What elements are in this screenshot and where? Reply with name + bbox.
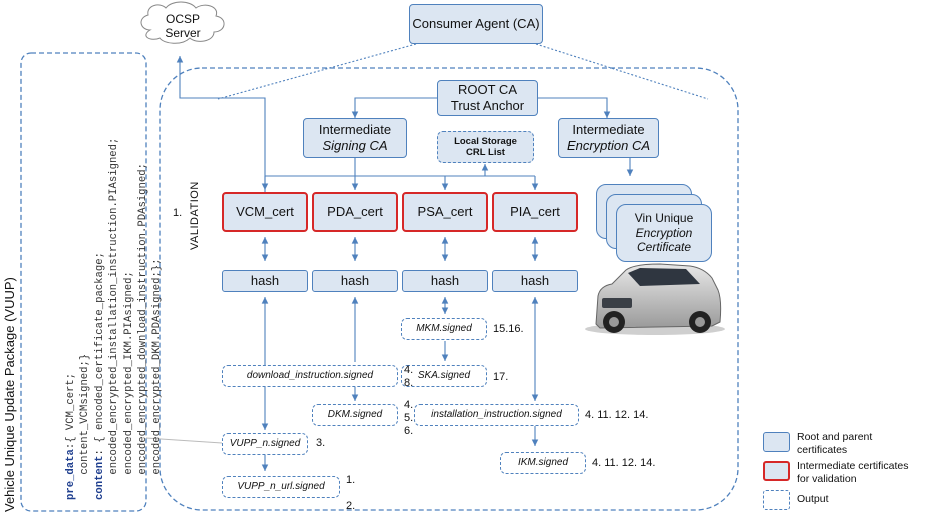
download-instruction-label: download_instruction.signed [246, 370, 374, 381]
vupp-url-steps: 1. 2. [346, 474, 356, 512]
vcm-cert-box: VCM_cert [222, 192, 308, 232]
vin-cert-line2: Encryption [635, 225, 693, 240]
legend-root-label: Root and parent certificates [797, 431, 873, 456]
ocsp-server-cloud [140, 1, 225, 44]
hash-label: hash [250, 273, 280, 289]
pre-data-rest: :{ VCM_cert; [65, 372, 77, 450]
local-storage-line1: Local Storage [454, 135, 517, 147]
legend-root-swatch [763, 432, 790, 452]
encryption-ca-line2: Encryption CA [566, 138, 651, 153]
psa-cert-label: PSA_cert [417, 204, 473, 220]
hash-label: hash [340, 273, 370, 289]
ocsp-line2: Server [165, 26, 201, 40]
package-line-4: encoded_encrypted_DKM.PDAsigned;}; [151, 258, 164, 475]
legend-output-label: Output [797, 493, 829, 505]
ska-steps: 17. [493, 371, 509, 383]
content-vcm-line: content_VCMsigned;} [79, 353, 92, 475]
ska-signed-label: SKA.signed [417, 370, 471, 381]
ikm-signed-label: IKM.signed [517, 457, 569, 468]
legend-intermediate-label: Intermediate certificates for validation [797, 460, 909, 485]
encryption-ca-box: Intermediate Encryption CA [558, 118, 659, 158]
vupp-url-signed-box: VUPP_n_url.signed [222, 476, 340, 498]
consumer-agent-label: Consumer Agent (CA) [412, 16, 540, 32]
vupp-n-steps: 3. [316, 437, 326, 449]
installation-instruction-label: installation_instruction.signed [431, 409, 562, 420]
signing-ca-line2: Signing CA [322, 138, 388, 153]
pia-cert-box: PIA_cert [492, 192, 578, 232]
pda-cert-label: PDA_cert [327, 204, 383, 220]
vuup-package-container [20, 52, 147, 512]
consumer-agent-box: Consumer Agent (CA) [409, 4, 543, 44]
ocsp-server-label: OCSP Server [143, 12, 223, 40]
hash-label: hash [430, 273, 460, 289]
vupp-n-signed-box: VUPP_n.signed [222, 433, 308, 455]
installation-steps: 4. 11. 12. 14. [585, 409, 649, 421]
vin-cert-line1: Vin Unique [634, 211, 694, 226]
package-line-2: encoded_encrypted_IKM.PIAsigned; [122, 271, 135, 475]
legend-intermediate-swatch [763, 461, 790, 481]
pia-cert-label: PIA_cert [510, 204, 560, 220]
legend-output-swatch [763, 490, 790, 510]
mkm-signed-label: MKM.signed [416, 323, 472, 334]
root-ca-line2: Trust Anchor [450, 98, 525, 113]
signing-ca-line1: Intermediate [318, 122, 392, 138]
dkm-steps: 4. 5. 6. [404, 399, 414, 437]
vuup-package-code: pre_data:{ VCM_cert; content_VCMsigned;}… [64, 138, 165, 500]
vcm-cert-label: VCM_cert [236, 204, 294, 220]
root-ca-box: ROOT CA Trust Anchor [437, 80, 538, 116]
hash-box-pda: hash [312, 270, 398, 292]
vin-cert-line3: Certificate [636, 240, 692, 255]
hash-label: hash [520, 273, 550, 289]
download-instruction-box: download_instruction.signed [222, 365, 398, 387]
encryption-ca-line1: Intermediate [572, 122, 645, 138]
mkm-signed-box: MKM.signed [401, 318, 487, 340]
dkm-signed-label: DKM.signed [327, 409, 383, 420]
vupp-url-signed-label: VUPP_n_url.signed [237, 481, 325, 492]
vuup-title: Vehicle Unique Update Package (VUUP) [2, 277, 17, 512]
signing-ca-box: Intermediate Signing CA [303, 118, 407, 158]
local-storage-box: Local Storage CRL List [437, 131, 534, 163]
ocsp-line1: OCSP [165, 12, 200, 26]
content-rest: : { encoded_certificate_package; [93, 252, 106, 456]
local-storage-line2: CRL List [466, 147, 505, 158]
mkm-steps: 15.16. [493, 323, 524, 335]
validation-label: VALIDATION [189, 181, 201, 250]
content-keyword: content [93, 455, 106, 500]
pre-data-keyword: pre_data [65, 449, 77, 500]
psa-cert-box: PSA_cert [402, 192, 488, 232]
ikm-steps: 4. 11. 12. 14. [592, 457, 656, 469]
hash-box-psa: hash [402, 270, 488, 292]
package-line-3: encoded_encrypted_download_instruction.P… [137, 163, 150, 475]
validation-step: 1. [173, 207, 183, 219]
vin-cert-box: Vin Unique Encryption Certificate [616, 204, 712, 262]
hash-box-pia: hash [492, 270, 578, 292]
root-ca-line1: ROOT CA [458, 82, 517, 98]
ikm-signed-box: IKM.signed [500, 452, 586, 474]
vupp-n-signed-label: VUPP_n.signed [229, 438, 301, 449]
ska-signed-box: SKA.signed [401, 365, 487, 387]
pda-cert-box: PDA_cert [312, 192, 398, 232]
hash-box-vcm: hash [222, 270, 308, 292]
car-illustration [585, 263, 725, 335]
system-boundary [159, 67, 739, 511]
installation-instruction-box: installation_instruction.signed [414, 404, 579, 426]
download-steps: 4. 8. [404, 364, 414, 389]
package-line-1: encoded_encrypted_installation_instructi… [108, 137, 121, 475]
dkm-signed-box: DKM.signed [312, 404, 398, 426]
